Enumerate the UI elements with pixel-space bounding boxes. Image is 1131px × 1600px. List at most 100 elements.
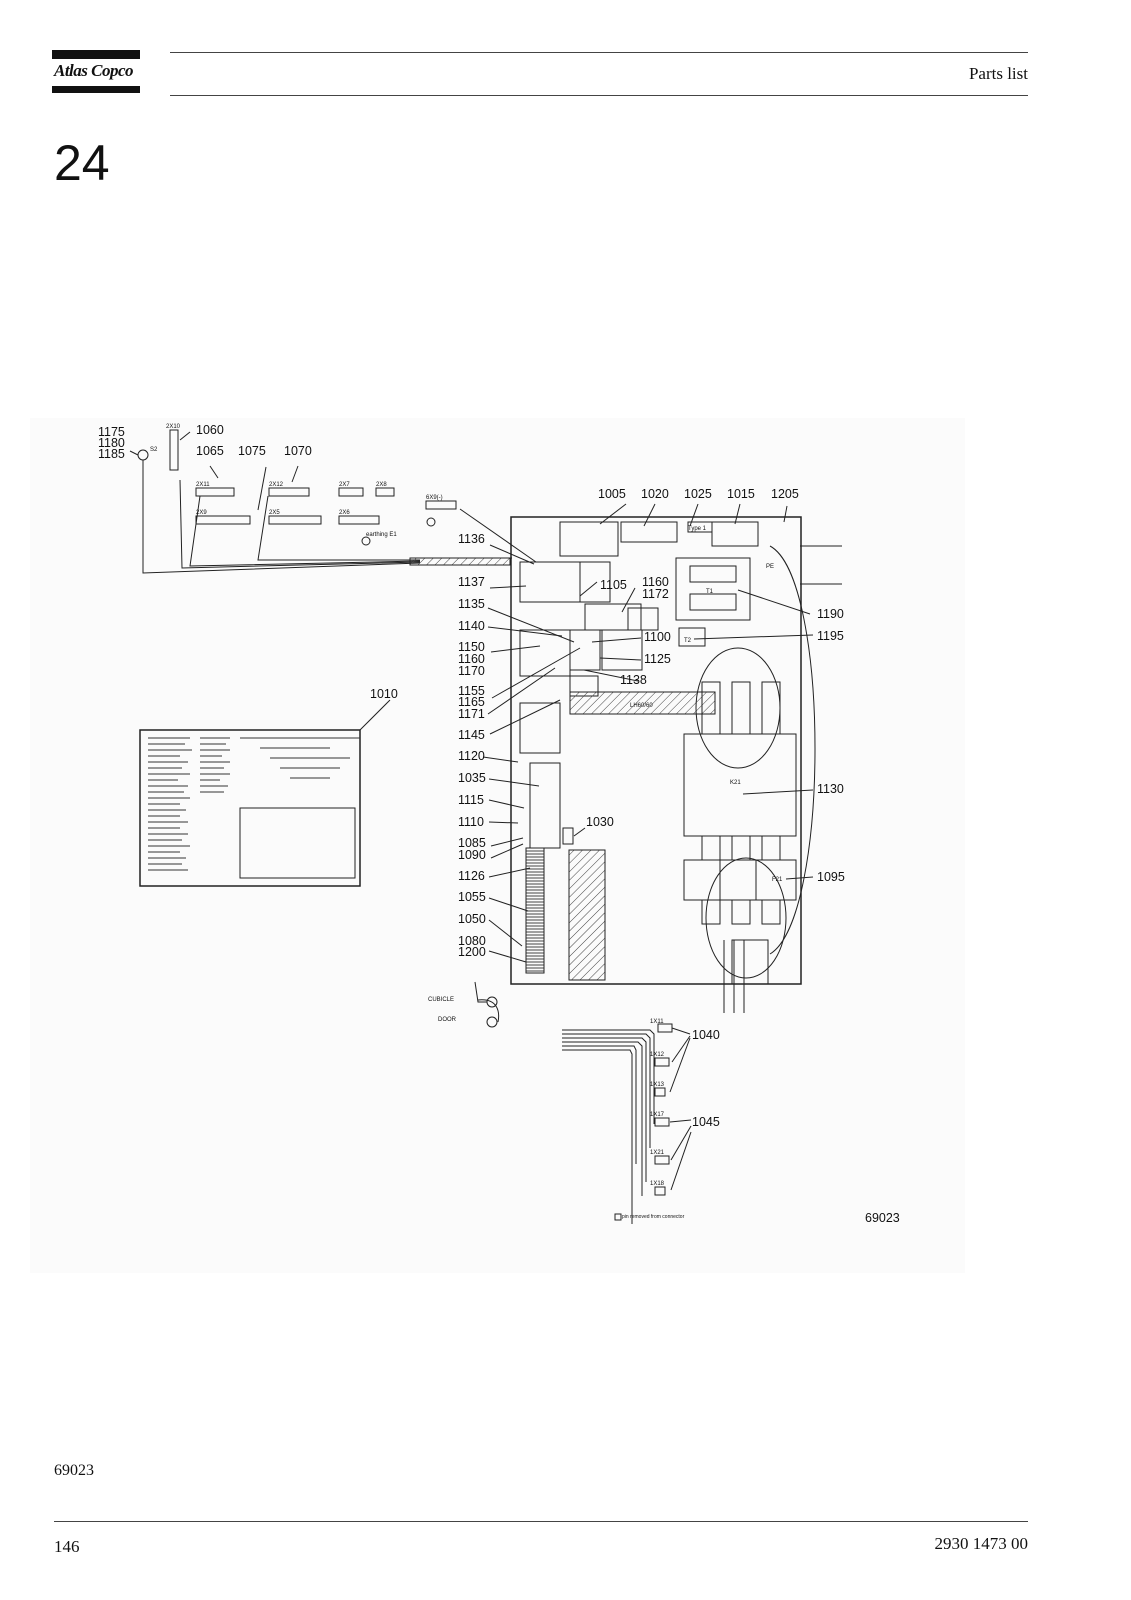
callout-1040: 1040	[692, 1028, 720, 1042]
component-label: T2	[684, 638, 692, 644]
callout-1015: 1015	[727, 487, 755, 501]
component-label: K21	[730, 780, 741, 786]
component-label: 1X13	[650, 1082, 665, 1088]
connector-2x6	[338, 515, 380, 525]
component-label: Type 1	[688, 526, 707, 532]
callout-1120: 1120	[458, 749, 485, 763]
connector-2x9	[195, 515, 251, 525]
callout-1020: 1020	[641, 487, 669, 501]
callout-1185: 1185	[98, 447, 125, 461]
callout-1126: 1126	[458, 869, 485, 883]
callout-1165: 1165	[458, 695, 485, 709]
callout-1205: 1205	[771, 487, 799, 501]
component-label: T1	[706, 589, 714, 595]
connector-2x12	[268, 487, 310, 497]
connector-6x9	[425, 500, 457, 510]
callout-1160: 1160	[642, 575, 669, 589]
callout-1138: 1138	[620, 673, 647, 687]
callout-1075: 1075	[238, 444, 266, 458]
callout-1010: 1010	[370, 687, 398, 701]
section-number: 24	[54, 135, 110, 191]
component-label: F21	[772, 877, 783, 883]
component-label: 2X11	[196, 482, 210, 488]
callout-1175: 1175	[98, 425, 125, 439]
component-label: 2X5	[269, 510, 280, 516]
header-title: Parts list	[968, 64, 1028, 83]
callout-1172: 1172	[642, 587, 669, 601]
callout-1135: 1135	[458, 597, 485, 611]
logo-top-bar	[52, 50, 140, 59]
component-label: 1X18	[650, 1181, 665, 1187]
callout-1150: 1150	[458, 640, 485, 654]
callout-1085: 1085	[458, 836, 486, 850]
component-label: PE	[766, 564, 774, 570]
component-label: CUBICLE	[428, 997, 454, 1003]
connector-2x5	[268, 515, 322, 525]
atlas-copco-logo: Atlas Copco	[52, 50, 140, 93]
callout-1125: 1125	[644, 652, 671, 666]
callout-1060: 1060	[196, 423, 224, 437]
connector-2x10	[169, 429, 179, 471]
callout-1130: 1130	[817, 782, 844, 796]
component-label: 2X8	[376, 482, 387, 488]
switch-s2	[137, 449, 149, 461]
callout-1190: 1190	[817, 607, 844, 621]
header-rule-bottom	[170, 95, 1028, 96]
connector-2x8	[375, 487, 395, 497]
callout-1025: 1025	[684, 487, 712, 501]
callout-1137: 1137	[458, 575, 485, 589]
callout-1200: 1200	[458, 945, 486, 959]
callout-1160: 1160	[458, 652, 485, 666]
figure-reference: 69023	[54, 1462, 94, 1479]
callout-1105: 1105	[600, 578, 627, 592]
callout-1065: 1065	[196, 444, 224, 458]
callout-1095: 1095	[817, 870, 845, 884]
cabinet-outline	[510, 516, 802, 985]
component-label: 2X9	[196, 510, 207, 516]
component-label: 2X10	[166, 424, 181, 430]
callout-1035: 1035	[458, 771, 486, 785]
logo-wordmark: Atlas Copco	[54, 61, 134, 80]
component-label: 6X9(-)	[426, 495, 443, 501]
callout-1171: 1171	[458, 707, 485, 721]
component-label: 1X17	[650, 1112, 665, 1118]
pin-note: pin removed from connector	[622, 1214, 685, 1220]
component-label: S2	[150, 447, 158, 453]
component-label: 2X12	[269, 482, 284, 488]
callout-1145: 1145	[458, 728, 485, 742]
callout-1090: 1090	[458, 848, 486, 862]
callout-1100: 1100	[644, 630, 671, 644]
callout-1140: 1140	[458, 619, 485, 633]
callout-1050: 1050	[458, 912, 486, 926]
wiring-doc-1010	[139, 729, 361, 887]
callout-1045: 1045	[692, 1115, 720, 1129]
component-label: 2X7	[339, 482, 350, 488]
document-number: 2930 1473 00	[934, 1534, 1029, 1553]
connector-2x11	[195, 487, 235, 497]
callout-1070: 1070	[284, 444, 312, 458]
callout-1080: 1080	[458, 934, 486, 948]
callout-1055: 1055	[458, 890, 486, 904]
callout-1005: 1005	[598, 487, 626, 501]
callout-1195: 1195	[817, 629, 844, 643]
component-label: 1X12	[650, 1052, 665, 1058]
figure-id-label: 69023	[865, 1211, 900, 1225]
component-label: earthing E1	[366, 532, 397, 538]
logo-bottom-bar	[52, 86, 140, 93]
callout-1180: 1180	[98, 436, 125, 450]
footer-rule	[54, 1521, 1028, 1522]
component-label: 1X11	[650, 1019, 664, 1025]
callout-1170: 1170	[458, 664, 485, 678]
callout-1115: 1115	[458, 793, 484, 807]
component-label: 1X21	[650, 1150, 665, 1156]
component-label: 2X6	[339, 510, 350, 516]
callout-1030: 1030	[586, 815, 614, 829]
callout-1110: 1110	[458, 815, 484, 829]
page-number: 146	[54, 1537, 80, 1556]
component-label: DOOR	[438, 1017, 457, 1023]
callout-1136: 1136	[458, 532, 485, 546]
component-label: LH60/60	[630, 703, 653, 709]
header-rule-top	[170, 52, 1028, 53]
